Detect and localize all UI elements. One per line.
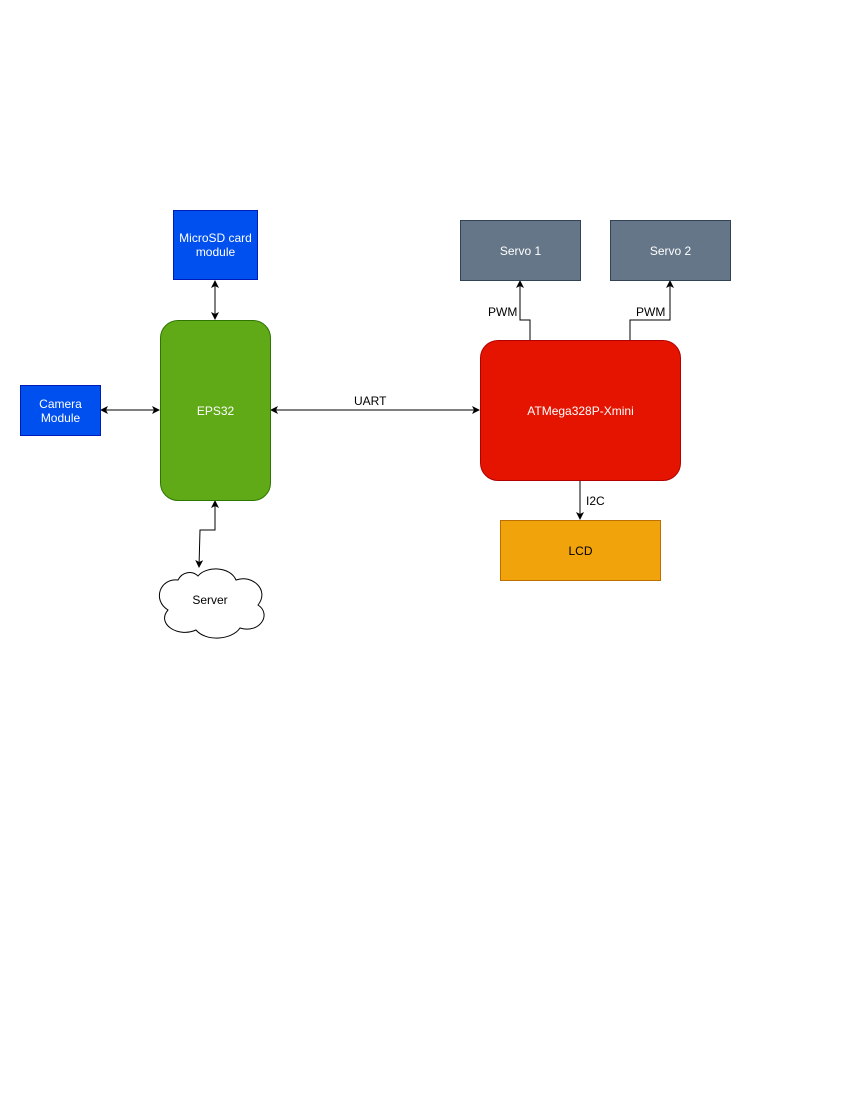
atmega-label: ATMega328P-Xmini <box>527 403 634 418</box>
microsd-card-module-label: MicroSD card module <box>179 231 252 259</box>
servo-2-label: Servo 2 <box>649 243 692 258</box>
i2c-edge-label: I2C <box>586 494 605 508</box>
servo-1-node[interactable]: Servo 1 <box>460 220 581 281</box>
servo-1-label: Servo 1 <box>499 243 542 258</box>
esp32-server-connector <box>195 500 219 568</box>
camera-module-node[interactable]: Camera Module <box>20 385 101 436</box>
camera-module-label: Camera Module <box>39 396 82 425</box>
server-node[interactable]: Server <box>165 586 255 614</box>
pwm-servo2-edge-label: PWM <box>636 305 666 319</box>
lcd-node[interactable]: LCD <box>500 520 661 581</box>
esp32-label: EPS32 <box>196 403 235 418</box>
server-cloud-shape <box>158 568 265 639</box>
atmega-node[interactable]: ATMega328P-Xmini <box>480 340 681 481</box>
pwm-servo1-edge-label: PWM <box>488 305 518 319</box>
pwm-servo1-connector <box>516 280 531 340</box>
microsd-card-module-node[interactable]: MicroSD card module <box>173 210 258 280</box>
lcd-label: LCD <box>568 543 593 558</box>
server-label: Server <box>192 593 228 607</box>
pwm-servo2-connector <box>629 280 674 340</box>
uart-edge-label: UART <box>354 394 387 408</box>
esp32-node[interactable]: EPS32 <box>160 320 271 501</box>
servo-2-node[interactable]: Servo 2 <box>610 220 731 281</box>
